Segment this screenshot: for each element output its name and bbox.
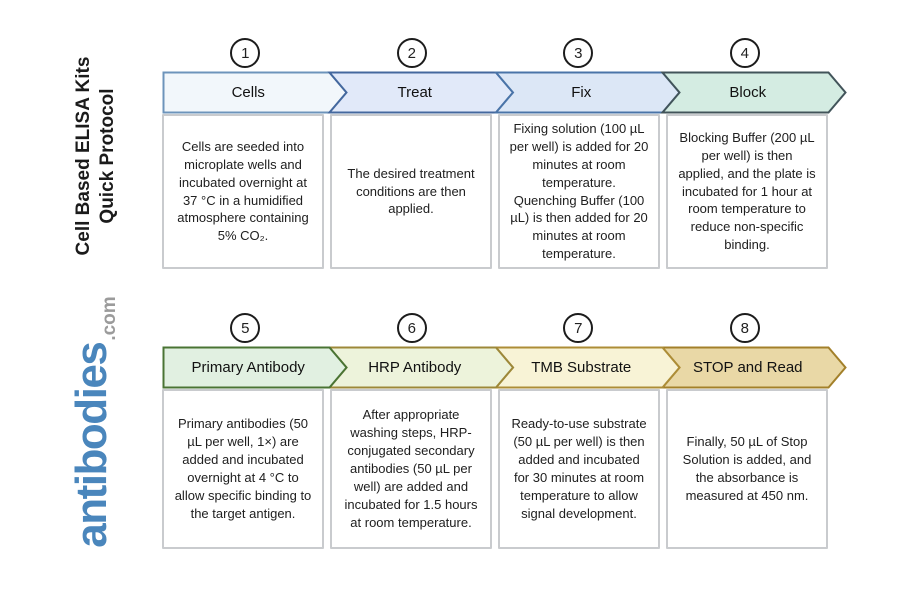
step-label-hrp-antibody: HRP Antibody — [368, 359, 462, 376]
page-title-line-2: Quick Protocol — [96, 88, 118, 224]
step-description-fix-text: Fixing solution (100 µL per well) is add… — [509, 120, 649, 262]
step-description-cells: Cells are seeded into microplate wells a… — [162, 114, 324, 269]
step-description-fix: Fixing solution (100 µL per well) is add… — [498, 114, 660, 269]
step-arrow-block — [660, 71, 847, 114]
step-label-primary-antibody: Primary Antibody — [191, 359, 305, 376]
step-arrow-primary-antibody — [162, 346, 348, 389]
step-number-row-1: 1 2 3 4 — [162, 38, 828, 68]
step-number-badge-7: 7 — [563, 313, 594, 343]
logo-domain-suffix: .com — [99, 296, 120, 341]
step-description-block: Blocking Buffer (200 µL per well) is the… — [666, 114, 828, 269]
step-description-tmb-substrate-text: Ready-to-use substrate (50 µL per well) … — [511, 416, 647, 521]
logo: antibodies.com — [67, 263, 123, 583]
step-description-hrp-antibody-text: After appropriate washing steps, HRP-con… — [344, 407, 478, 530]
step-number-badge-6: 6 — [396, 313, 427, 343]
arrow-band-row-1 — [162, 71, 852, 114]
step-number-row-2: 5 6 7 8 — [162, 313, 828, 343]
arrow-band-row-2 — [162, 346, 852, 389]
step-description-block-text: Blocking Buffer (200 µL per well) is the… — [678, 129, 816, 253]
step-label-stop-and-read: STOP and Read — [692, 359, 803, 376]
step-description-stop-and-read: Finally, 50 µL of Stop Solution is added… — [666, 389, 828, 549]
step-description-hrp-antibody: After appropriate washing steps, HRP-con… — [330, 389, 492, 549]
step-number-badge-2: 2 — [396, 38, 427, 68]
step-number-badge-8: 8 — [729, 313, 760, 343]
step-number-badge-5: 5 — [230, 313, 261, 343]
step-description-primary-antibody: Primary antibodies (50 µL per well, 1×) … — [162, 389, 324, 549]
arrow-band-row-1-svg — [162, 71, 847, 114]
step-label-treat: Treat — [397, 84, 432, 101]
step-number-badge-1: 1 — [230, 38, 261, 68]
step-description-row-1: Cells are seeded into microplate wells a… — [162, 114, 828, 269]
step-number-badge-3: 3 — [563, 38, 594, 68]
step-description-primary-antibody-text: Primary antibodies (50 µL per well, 1×) … — [174, 416, 312, 521]
page-title-line-1: Cell Based ELISA Kits — [73, 56, 94, 256]
step-number-badge-4: 4 — [729, 38, 760, 68]
logo-wordmark: antibodies — [67, 342, 116, 548]
step-description-treat-text: The desired treatment conditions are the… — [347, 165, 475, 217]
step-description-tmb-substrate: Ready-to-use substrate (50 µL per well) … — [498, 389, 660, 549]
step-description-treat: The desired treatment conditions are the… — [330, 114, 492, 269]
step-label-tmb-substrate: TMB Substrate — [531, 359, 632, 376]
step-description-row-2: Primary antibodies (50 µL per well, 1×) … — [162, 389, 828, 549]
step-label-fix: Fix — [571, 84, 592, 101]
step-description-cells-text: Cells are seeded into microplate wells a… — [177, 138, 309, 244]
step-label-cells: Cells — [231, 84, 265, 101]
page-title: Cell Based ELISA Kits Quick Protocol — [72, 6, 120, 306]
step-label-row-1: Cells Treat Fix Block — [162, 71, 828, 114]
arrow-band-row-2-svg — [162, 346, 847, 389]
step-description-stop-and-read-text: Finally, 50 µL of Stop Solution is added… — [682, 434, 812, 503]
step-label-row-2: Primary Antibody HRP Antibody TMB Substr… — [162, 346, 828, 389]
step-label-block: Block — [729, 84, 767, 101]
